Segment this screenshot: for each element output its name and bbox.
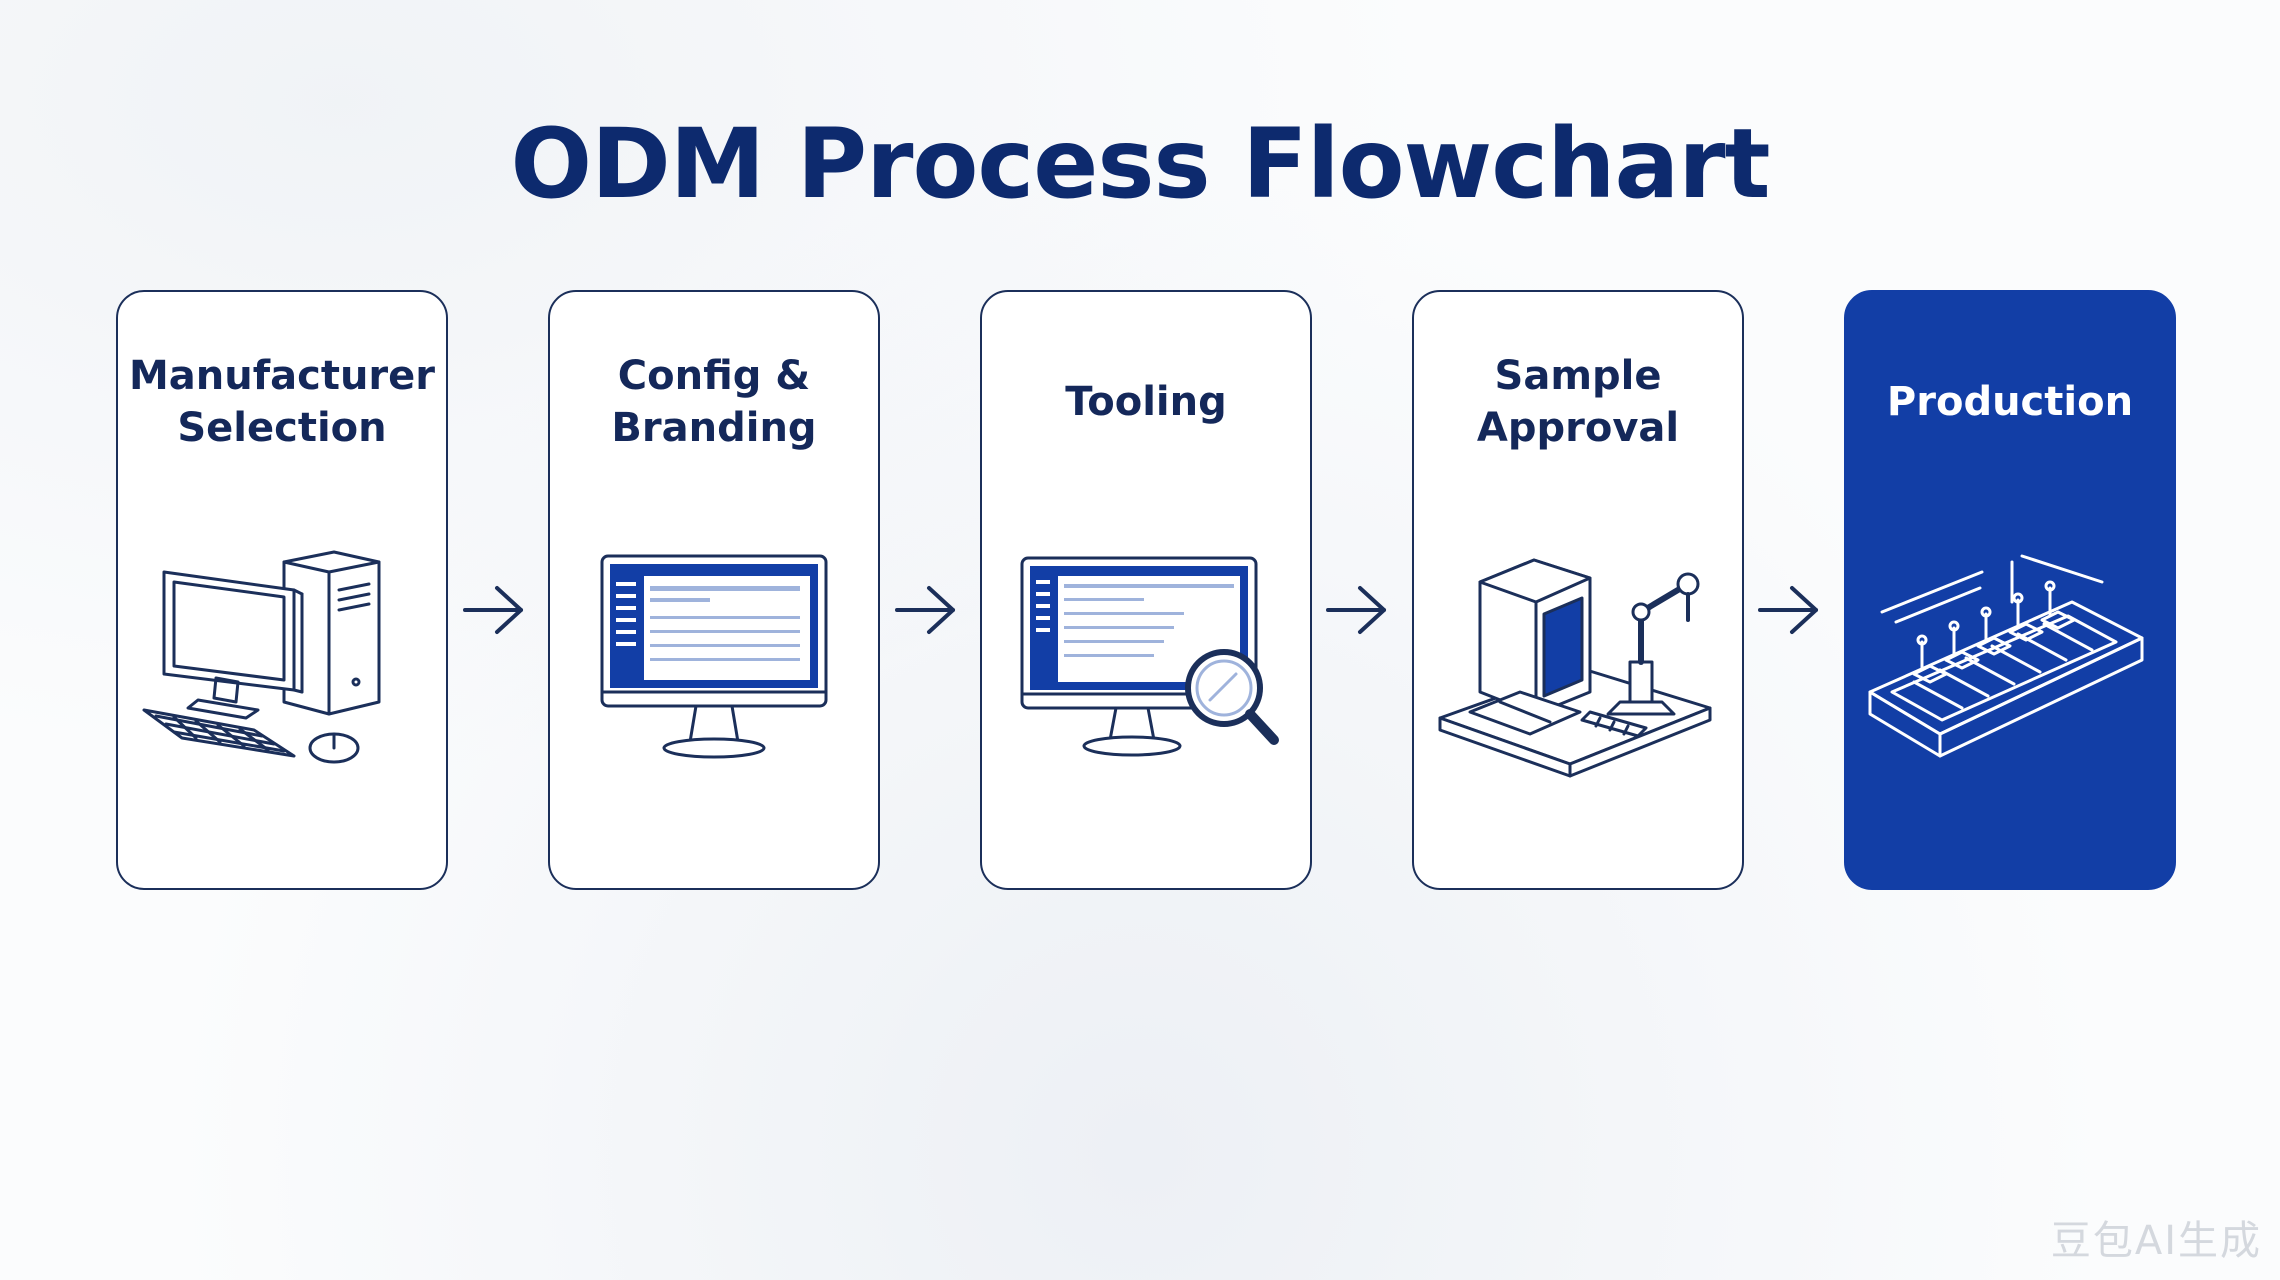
desktop-computer-icon bbox=[142, 550, 381, 764]
testing-machine-icon bbox=[1438, 558, 1712, 778]
monitor-magnifier-icon bbox=[1020, 556, 1279, 757]
arrow-right-icon bbox=[1326, 586, 1386, 634]
arrow-right-icon bbox=[463, 586, 523, 634]
assembly-line-icon bbox=[1868, 554, 2144, 758]
page-title: ODM Process Flowchart bbox=[510, 108, 1770, 220]
flowchart-steps: Manufacturer Selection bbox=[116, 290, 2176, 894]
step-label: Manufacturer Selection bbox=[128, 353, 436, 451]
step-card-tooling: Tooling bbox=[980, 290, 1312, 890]
arrow-right-icon bbox=[895, 586, 955, 634]
arrow-right-icon bbox=[1758, 586, 1818, 634]
watermark-text: 豆包AI生成 bbox=[2050, 1218, 2262, 1264]
step-card-sample-approval: Sample Approval bbox=[1412, 290, 1744, 890]
monitor-dashboard-icon bbox=[600, 554, 828, 759]
step-card-config-branding: Config & Branding bbox=[548, 290, 880, 890]
step-label: Production bbox=[1886, 379, 2134, 425]
step-card-production: Production bbox=[1844, 290, 2176, 890]
step-label: Tooling bbox=[1065, 379, 1227, 425]
step-label: Config & Branding bbox=[611, 353, 817, 451]
step-card-manufacturer-selection: Manufacturer Selection bbox=[116, 290, 448, 890]
step-label: Sample Approval bbox=[1476, 353, 1680, 451]
